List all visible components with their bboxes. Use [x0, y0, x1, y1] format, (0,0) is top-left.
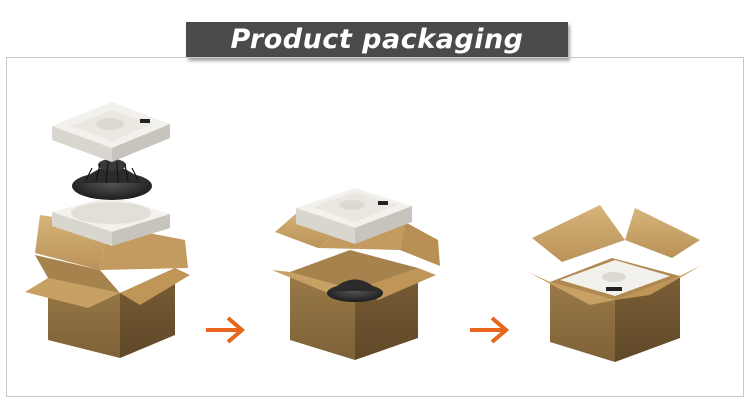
tray-hole	[339, 200, 365, 210]
bottom-tray	[52, 196, 170, 246]
title-banner: Product packaging	[186, 22, 568, 58]
cable-clip	[378, 201, 388, 205]
light-heatsink	[331, 279, 379, 291]
tray-side	[112, 214, 170, 246]
content-frame	[6, 57, 744, 397]
back-left-flap	[532, 205, 625, 262]
open-box-1	[25, 215, 190, 358]
top-tray-2	[296, 188, 412, 244]
tray-hole	[602, 272, 626, 282]
step-exploded-view	[25, 102, 190, 358]
tray-front	[52, 212, 112, 246]
cable-clip	[606, 287, 622, 291]
top-tray	[52, 102, 170, 162]
front-left-flap	[25, 278, 120, 308]
right-arrow-icon	[206, 316, 246, 344]
top-tray-side	[112, 124, 170, 162]
led-light-fixture	[72, 159, 152, 200]
front-left-flap	[528, 272, 615, 305]
back-right-flap	[625, 208, 700, 258]
light-cap	[98, 159, 126, 171]
box-interior	[35, 255, 120, 293]
cable-clip	[140, 119, 150, 123]
tray-cavity	[71, 202, 151, 224]
tray-side	[355, 206, 412, 244]
top-tray-hole	[96, 118, 124, 130]
box-interior	[290, 250, 418, 290]
right-flap	[400, 222, 440, 266]
step-tray-inside-box	[528, 205, 702, 362]
open-box-3	[528, 205, 702, 362]
page-title: Product packaging	[230, 24, 524, 55]
led-light-in-box	[327, 279, 383, 302]
front-right-flap	[120, 268, 190, 305]
right-arrow-icon	[470, 316, 510, 344]
top-tray-front	[52, 126, 112, 162]
tray-front	[296, 208, 355, 244]
step-light-inside-box	[272, 188, 440, 360]
